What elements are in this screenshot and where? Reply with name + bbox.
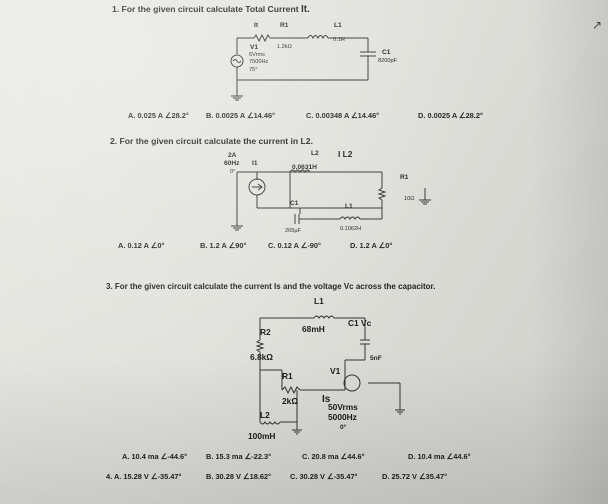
q3-label-c1-vc: C1 Vc bbox=[348, 318, 372, 328]
q1-title-text: 1. For the given circuit calculate Total… bbox=[112, 4, 301, 14]
q2-label-il2: I L2 bbox=[338, 149, 353, 159]
q2-label-source-frequency: 60Hz bbox=[224, 160, 240, 167]
cursor-icon: ↗ bbox=[591, 18, 602, 32]
q2-label-l1: L1 bbox=[345, 203, 353, 210]
q3-label-is: Is bbox=[322, 394, 331, 405]
q3-answer-b[interactable]: B. 15.3 ma ∠-22.3° bbox=[206, 452, 272, 461]
q4-answer-b[interactable]: B. 30.28 V ∠18.62° bbox=[206, 472, 272, 481]
q1-answer-c[interactable]: C. 0.00348 A ∠14.46° bbox=[306, 111, 380, 120]
q2-answer-c[interactable]: C. 0.12 A ∠-90° bbox=[268, 241, 321, 250]
q2-answer-b[interactable]: B. 1.2 A ∠90° bbox=[200, 241, 247, 250]
q3-label-r2: R2 bbox=[260, 327, 271, 337]
q3-label-r2-value: 6.8kΩ bbox=[250, 352, 274, 362]
q2-label-c1-value: 265µF bbox=[285, 228, 301, 234]
q3-label-c1-value: 5nF bbox=[370, 355, 382, 362]
q3-label-v1-phase: 0° bbox=[340, 424, 347, 431]
q1-label-l1: L1 bbox=[334, 22, 342, 29]
q1-label-v1: V1 bbox=[250, 44, 259, 51]
q2-label-r1-value: 10Ω bbox=[404, 196, 415, 202]
q1-label-v1-phase: 75° bbox=[249, 67, 258, 73]
q3-label-l2: L2 bbox=[260, 410, 270, 420]
q1-title-emphasis: It. bbox=[300, 4, 310, 15]
q1-answer-b[interactable]: B. 0.0025 A ∠14.46° bbox=[206, 111, 276, 120]
q2-label-c1: C1 bbox=[290, 200, 299, 207]
q3-label-v1-frequency: 5000Hz bbox=[328, 412, 357, 422]
q1-label-c1: C1 bbox=[382, 49, 391, 56]
q2-label-source-magnitude: 2A bbox=[228, 152, 237, 159]
q1-answer-a[interactable]: A. 0.025 A ∠28.2° bbox=[128, 111, 189, 120]
q3-label-r1-value: 2kΩ bbox=[282, 396, 299, 406]
q2-label-l1-value: 0.1062H bbox=[340, 226, 362, 232]
q1-answer-d[interactable]: D. 0.0025 A ∠28.2° bbox=[418, 111, 483, 120]
q1-title: 1. For the given circuit calculate Total… bbox=[112, 4, 310, 15]
q1-label-r1: R1 bbox=[280, 22, 289, 29]
q3-label-l1: L1 bbox=[314, 296, 324, 306]
q1-label-c1-value: 8200pF bbox=[378, 58, 397, 64]
q2-answer-d[interactable]: D. 1.2 A ∠0° bbox=[350, 241, 393, 250]
q2-label-l2-value: 0.0631H bbox=[292, 164, 317, 171]
q3-label-v1: V1 bbox=[330, 366, 341, 376]
q3-label-l2-value: 100mH bbox=[248, 431, 276, 441]
q4-answer-d[interactable]: D. 25.72 V ∠35.47° bbox=[382, 472, 448, 481]
q3-title: 3. For the given circuit calculate the c… bbox=[106, 282, 436, 291]
q3-answer-a[interactable]: A. 10.4 ma ∠-44.6° bbox=[122, 452, 188, 461]
q1-label-it: It bbox=[254, 22, 259, 29]
q4-answer-c[interactable]: C. 30.28 V ∠-35.47° bbox=[290, 472, 358, 481]
q2-label-source-phase: 0° bbox=[230, 169, 236, 175]
q1-label-v1-frequency: 7500Hz bbox=[249, 59, 269, 65]
page-edge-shadow bbox=[530, 0, 608, 504]
q1-label-l1-value: 0.1H bbox=[333, 37, 345, 43]
q1-label-r1-value: 1.2kΩ bbox=[277, 44, 292, 50]
q2-label-l2: L2 bbox=[311, 150, 319, 157]
q3-answer-c[interactable]: C. 20.8 ma ∠44.6° bbox=[302, 452, 365, 461]
q3-label-v1-magnitude: 50Vrms bbox=[328, 402, 358, 412]
q3-answer-d[interactable]: D. 10.4 ma ∠44.6° bbox=[408, 452, 471, 461]
q2-title: 2. For the given circuit calculate the c… bbox=[110, 136, 313, 146]
q4-answer-a[interactable]: 4. A. 15.28 V ∠-35.47° bbox=[106, 472, 182, 481]
q1-label-v1-magnitude: 6Vrms bbox=[249, 52, 265, 58]
q2-answer-a[interactable]: A. 0.12 A ∠0° bbox=[118, 241, 165, 250]
q3-label-r1: R1 bbox=[282, 371, 293, 381]
q2-label-i1: I1 bbox=[252, 160, 258, 167]
q3-label-l1-value: 68mH bbox=[302, 324, 325, 334]
q2-label-r1: R1 bbox=[400, 174, 409, 181]
